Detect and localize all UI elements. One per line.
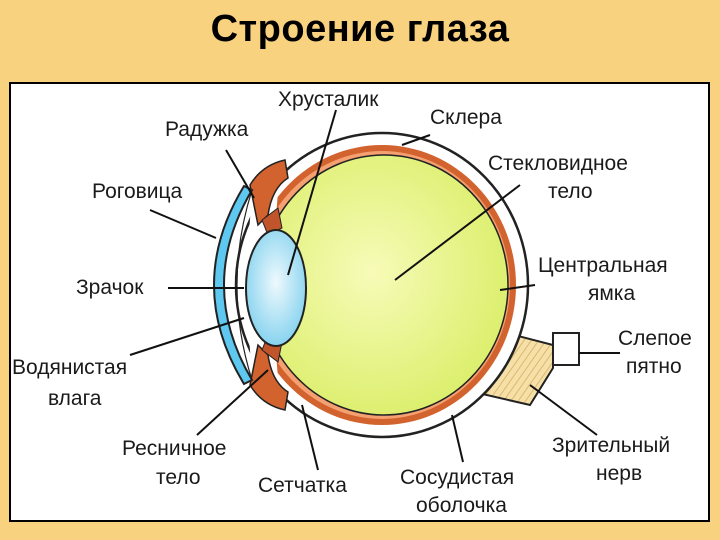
label-iris: Радужка	[165, 118, 249, 141]
label-optic-nerve-line2: нерв	[596, 462, 642, 485]
label-pupil: Зрачок	[76, 276, 144, 299]
label-choroid-line1: Сосудистая	[400, 466, 514, 489]
label-ciliary-line2: тело	[156, 466, 201, 489]
label-aqueous-line2: влага	[48, 387, 102, 410]
label-vitreous-line1: Стекловидное	[488, 152, 628, 175]
iris-ciliary-top	[249, 159, 289, 236]
label-choroid-line2: оболочка	[416, 494, 507, 517]
label-retina: Сетчатка	[258, 474, 347, 497]
page-title: Строение глаза	[210, 8, 510, 50]
pointer-lines	[129, 109, 620, 471]
label-fovea-line2: ямка	[588, 282, 635, 305]
cornea	[213, 184, 254, 386]
label-aqueous-line1: Водянистая	[12, 356, 127, 379]
label-sclera: Склера	[430, 106, 502, 129]
label-ciliary-line1: Ресничное	[122, 437, 227, 460]
label-blind-spot-line1: Слепое	[618, 327, 692, 350]
label-vitreous-line2: тело	[548, 180, 593, 203]
label-optic-nerve-line1: Зрительный	[552, 434, 670, 457]
label-cornea: Роговица	[92, 180, 183, 203]
label-fovea-line1: Центральная	[538, 254, 668, 277]
label-lens: Хрусталик	[278, 88, 379, 111]
label-blind-spot-line2: пятно	[626, 355, 682, 378]
lens	[245, 229, 307, 347]
